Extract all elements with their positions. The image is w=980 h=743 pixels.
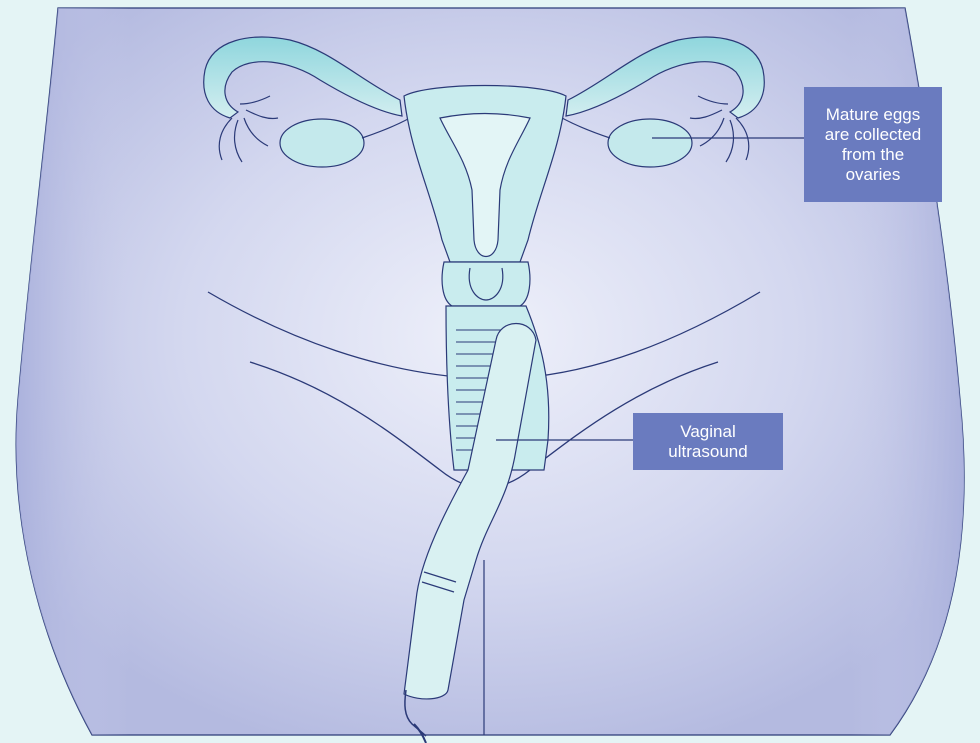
callout-vaginal-ultrasound: Vaginal ultrasound <box>633 413 783 470</box>
callout-mature-eggs: Mature eggs are collected from the ovari… <box>804 87 942 202</box>
right-ovary <box>608 119 692 167</box>
left-ovary <box>280 119 364 167</box>
